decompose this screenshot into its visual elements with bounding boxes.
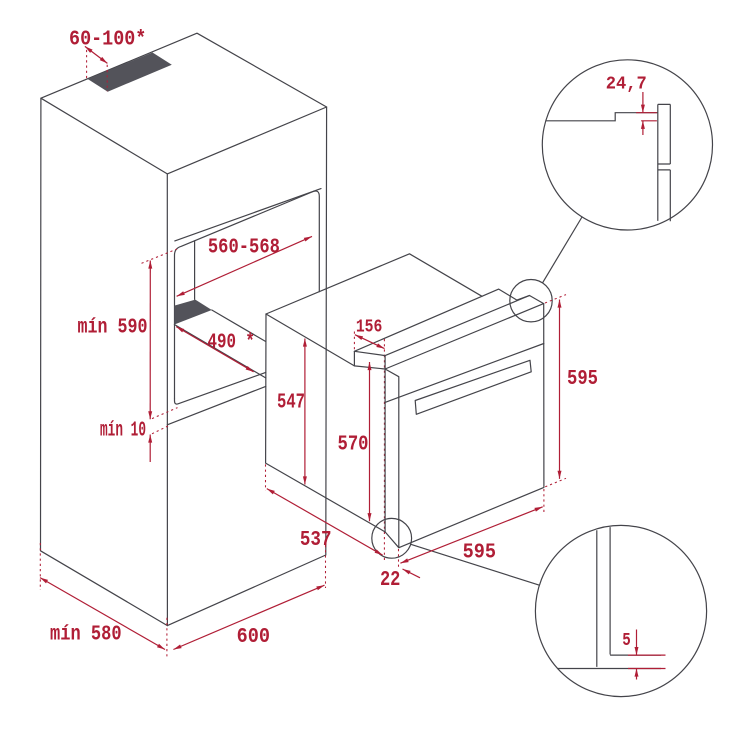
svg-text:595: 595 <box>463 542 496 565</box>
svg-text:60-100*: 60-100* <box>69 29 146 52</box>
svg-text:537: 537 <box>300 529 332 552</box>
svg-text:mín 590: mín 590 <box>78 317 148 340</box>
svg-text:600: 600 <box>237 626 270 649</box>
svg-text:mín 580: mín 580 <box>50 624 122 647</box>
svg-text:490 *: 490 * <box>207 332 255 355</box>
svg-text:560-568: 560-568 <box>208 236 280 259</box>
svg-text:22: 22 <box>380 569 401 592</box>
svg-text:570: 570 <box>338 434 369 457</box>
svg-text:156: 156 <box>356 317 383 338</box>
svg-text:24,7: 24,7 <box>606 73 647 94</box>
svg-text:595: 595 <box>567 368 598 391</box>
svg-text:mín 10: mín 10 <box>100 420 146 443</box>
svg-text:547: 547 <box>277 392 305 415</box>
svg-text:5: 5 <box>622 631 631 651</box>
